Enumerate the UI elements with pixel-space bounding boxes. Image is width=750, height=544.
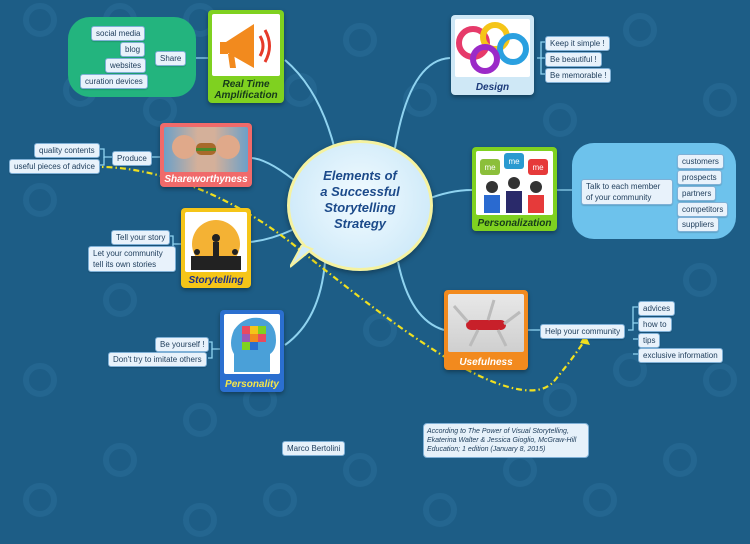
leaf-partners[interactable]: partners [677, 186, 717, 201]
leaf-exclusive-information[interactable]: exclusive information [638, 348, 723, 363]
central-topic-title: Elements of a Successful Storytelling St… [320, 168, 400, 231]
node-personalization[interactable]: me me me Personalization [472, 147, 557, 231]
leaf-prospects[interactable]: prospects [677, 170, 722, 185]
leaf-websites[interactable]: websites [105, 58, 147, 73]
speech-bubble-me: me [484, 163, 496, 172]
help-your-community-action[interactable]: Help your community [540, 324, 626, 339]
talk-to-each-member-action[interactable]: Talk to each member of your community [581, 179, 673, 205]
link-arrowhead [580, 334, 590, 345]
leaf-let-your-community[interactable]: Let your community tell its own stories [88, 246, 176, 272]
node-storytelling[interactable]: Storytelling [181, 208, 251, 288]
share-action[interactable]: Share [155, 51, 187, 66]
author-label[interactable]: Marco Bertolini [282, 441, 346, 456]
puzzle-head-icon [224, 314, 280, 374]
leaf-tips[interactable]: tips [638, 333, 661, 348]
leaf-dont-imitate[interactable]: Don't try to imitate others [108, 352, 207, 367]
node-label: Shareworthyness [164, 174, 248, 185]
leaf-competitors[interactable]: competitors [677, 202, 729, 217]
center-callout-tail [290, 245, 314, 268]
node-real-time-amplification[interactable]: Real Time Amplification [208, 10, 284, 103]
source-note[interactable]: According to The Power of Visual Storyte… [423, 423, 589, 458]
leaf-suppliers[interactable]: suppliers [677, 217, 720, 232]
leaf-how-to[interactable]: how to [638, 317, 672, 332]
people-speech-icon: me me me [476, 151, 553, 215]
node-design[interactable]: Design [451, 15, 534, 95]
leaf-customers[interactable]: customers [677, 154, 724, 169]
leaf-curation-devices[interactable]: curation devices [80, 74, 148, 89]
design-circles-icon [455, 19, 530, 77]
produce-action[interactable]: Produce [112, 151, 152, 166]
leaf-useful-pieces-of-advice[interactable]: useful pieces of advice [9, 159, 100, 174]
node-personality[interactable]: Personality [220, 310, 284, 392]
node-usefulness[interactable]: Usefulness [444, 290, 528, 370]
leaf-be-beautiful[interactable]: Be beautiful ! [545, 52, 602, 67]
storytelling-campfire-icon [185, 212, 247, 272]
speech-bubble-me: me [532, 163, 544, 172]
leaf-advices[interactable]: advices [638, 301, 676, 316]
node-label: Usefulness [459, 357, 513, 368]
node-shareworthyness[interactable]: Shareworthyness [160, 123, 252, 187]
leaf-social-media[interactable]: social media [91, 26, 146, 41]
leaf-quality-contents[interactable]: quality contents [34, 143, 100, 158]
swiss-army-knife-image [448, 294, 524, 352]
burger-people-image [164, 127, 248, 172]
relationship-link [92, 165, 586, 392]
speech-bubble-me: me [508, 157, 520, 166]
leaf-tell-your-story[interactable]: Tell your story [111, 230, 171, 245]
node-label: Personalization [477, 218, 552, 229]
node-label: Design [475, 82, 510, 93]
node-label: Personality [225, 379, 279, 390]
leaf-blog[interactable]: blog [120, 42, 146, 57]
leaf-keep-it-simple[interactable]: Keep it simple ! [545, 36, 610, 51]
node-label: Storytelling [188, 275, 244, 286]
leaf-be-memorable[interactable]: Be memorable ! [545, 68, 612, 83]
node-label: Real Time Amplification [214, 79, 278, 101]
megaphone-icon [212, 14, 280, 76]
leaf-be-yourself[interactable]: Be yourself ! [155, 337, 210, 352]
